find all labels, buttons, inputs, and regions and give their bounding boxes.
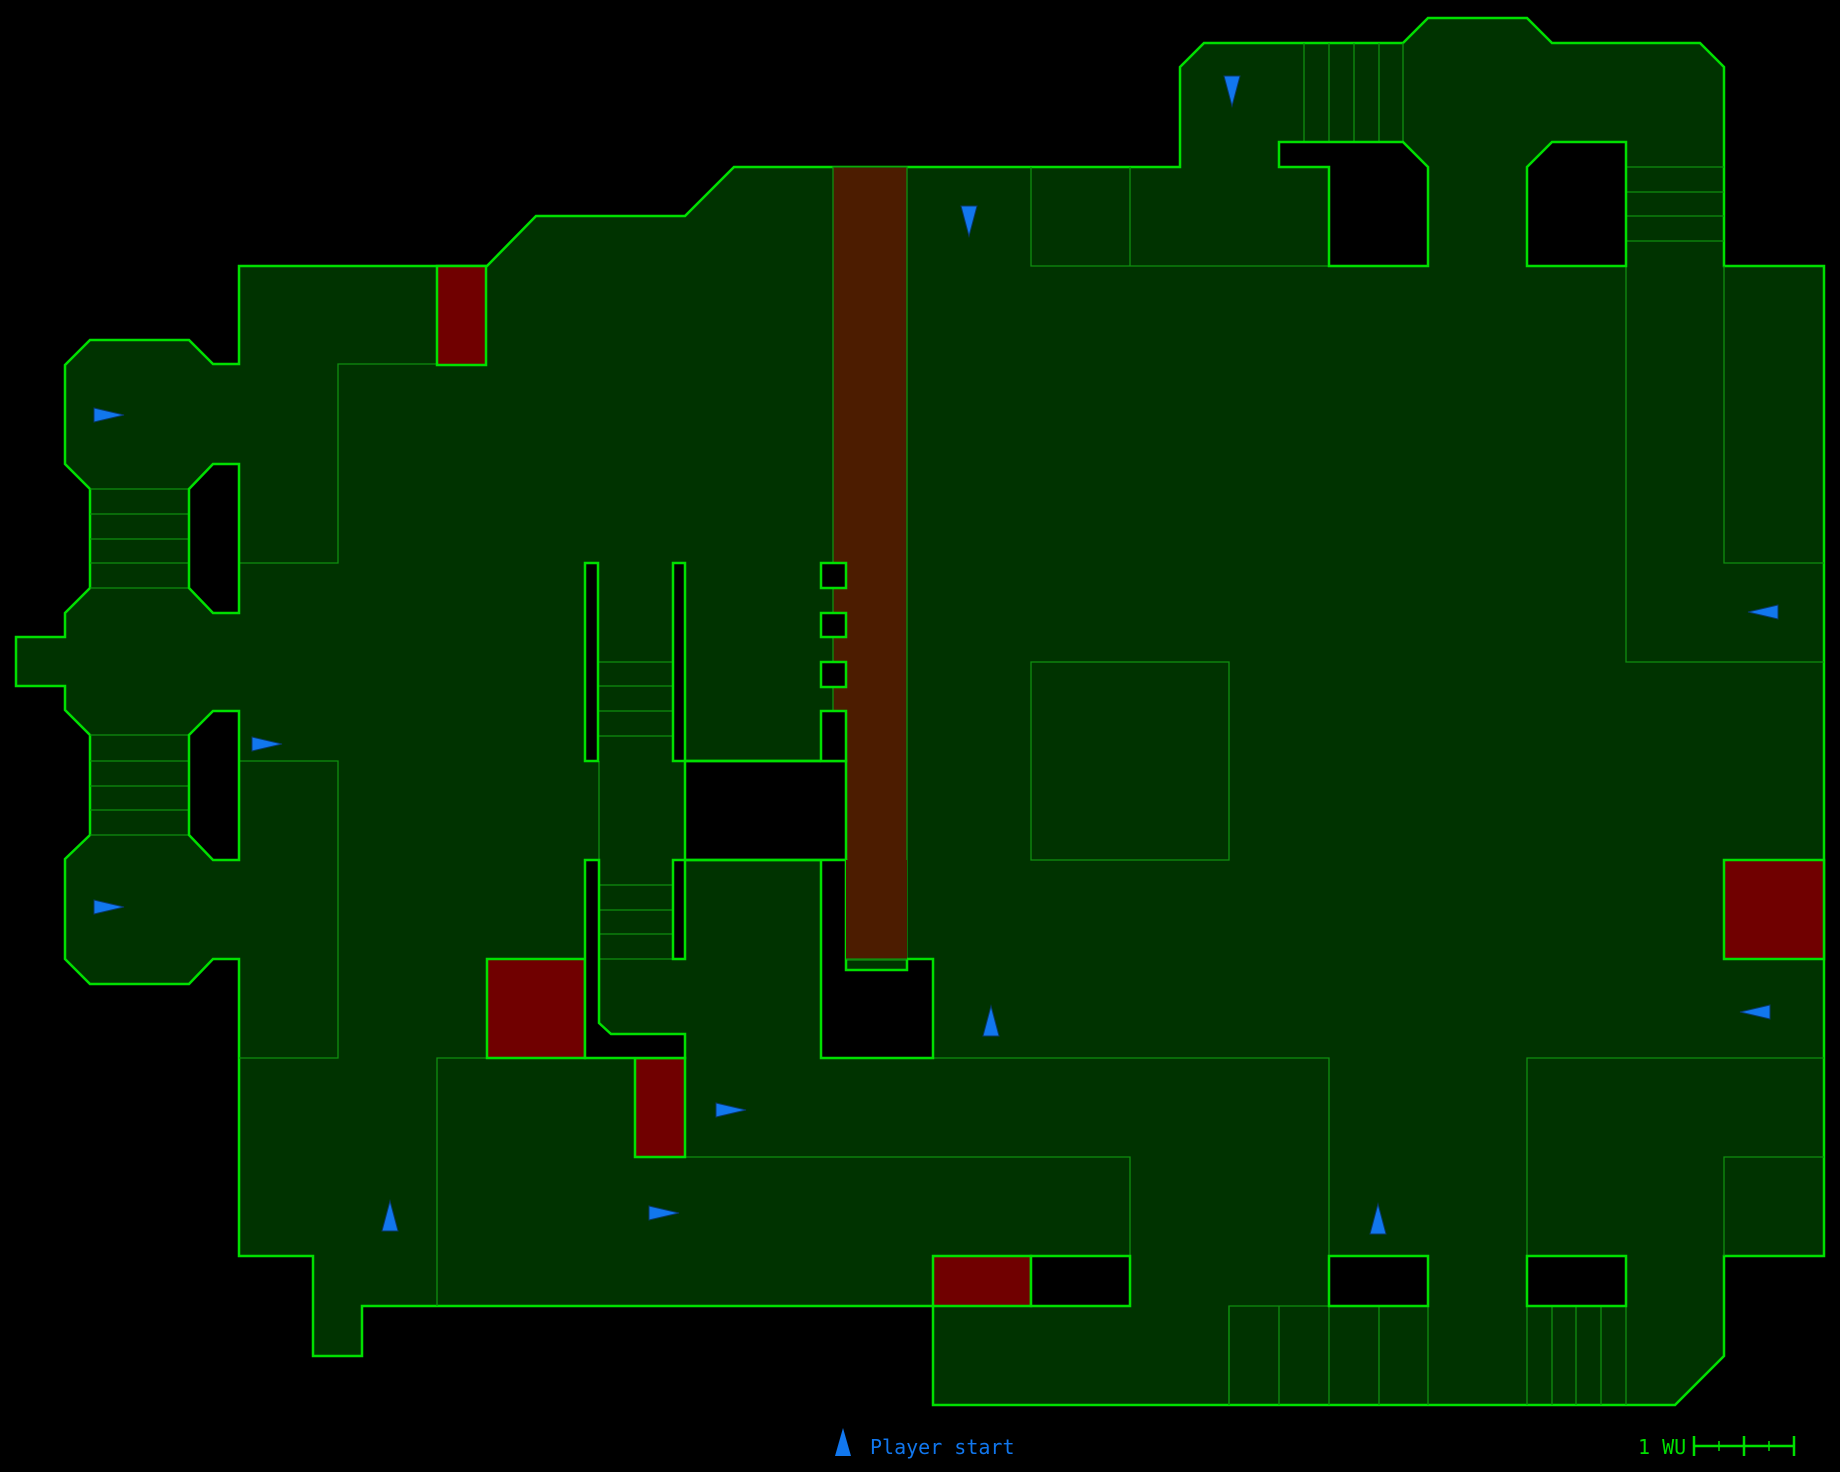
player-start-right-icon xyxy=(93,899,125,915)
wall-block xyxy=(819,561,848,590)
wall-block xyxy=(1525,1254,1628,1308)
player-start-up-icon xyxy=(982,1004,1000,1037)
wall-block xyxy=(187,462,241,615)
player-start-left-icon xyxy=(1747,604,1779,620)
player-start-down-icon xyxy=(1223,75,1241,108)
wall-block xyxy=(1327,1254,1430,1308)
hazard-floor xyxy=(435,264,488,367)
legend: Player start 1 WU xyxy=(835,1428,1796,1459)
legend-scale-label: 1 WU xyxy=(1638,1435,1686,1459)
wall-block xyxy=(819,611,848,639)
player-start-left-icon xyxy=(1739,1004,1771,1020)
floor-detail-lines xyxy=(239,167,1824,1405)
player-start-up-icon xyxy=(381,1199,399,1232)
hazard-floor xyxy=(1722,858,1826,961)
wall-block xyxy=(583,561,600,763)
wall-block xyxy=(819,660,848,689)
hazard-floors xyxy=(435,264,1826,1308)
player-start-right-icon xyxy=(93,407,125,423)
wall-block xyxy=(187,709,241,862)
player-start-right-icon xyxy=(648,1205,680,1221)
wall-block xyxy=(583,858,687,1060)
hazard-floor xyxy=(931,1254,1033,1308)
player-start-arrow-icon xyxy=(835,1428,851,1456)
player-start-up-icon xyxy=(1369,1202,1387,1235)
hazard-floor xyxy=(485,957,587,1060)
player-start-right-icon xyxy=(251,736,283,752)
hazard-floor xyxy=(633,1056,687,1159)
wall-block xyxy=(819,709,848,763)
player-starts xyxy=(93,75,1779,1235)
wall-block xyxy=(671,858,687,961)
legend-player-start-label: Player start xyxy=(870,1435,1015,1459)
scale-bar-icon xyxy=(1692,1436,1796,1456)
wall-block xyxy=(683,759,848,862)
wall-block xyxy=(1029,1254,1132,1308)
wall-block xyxy=(1277,140,1430,268)
stairs xyxy=(90,43,1724,1405)
player-start-right-icon xyxy=(715,1102,747,1118)
wall-blocks xyxy=(187,140,1628,1308)
wall-block xyxy=(1525,140,1628,268)
lava-channel-lower xyxy=(846,860,907,959)
wall-block xyxy=(671,561,687,763)
player-start-down-icon xyxy=(960,205,978,238)
